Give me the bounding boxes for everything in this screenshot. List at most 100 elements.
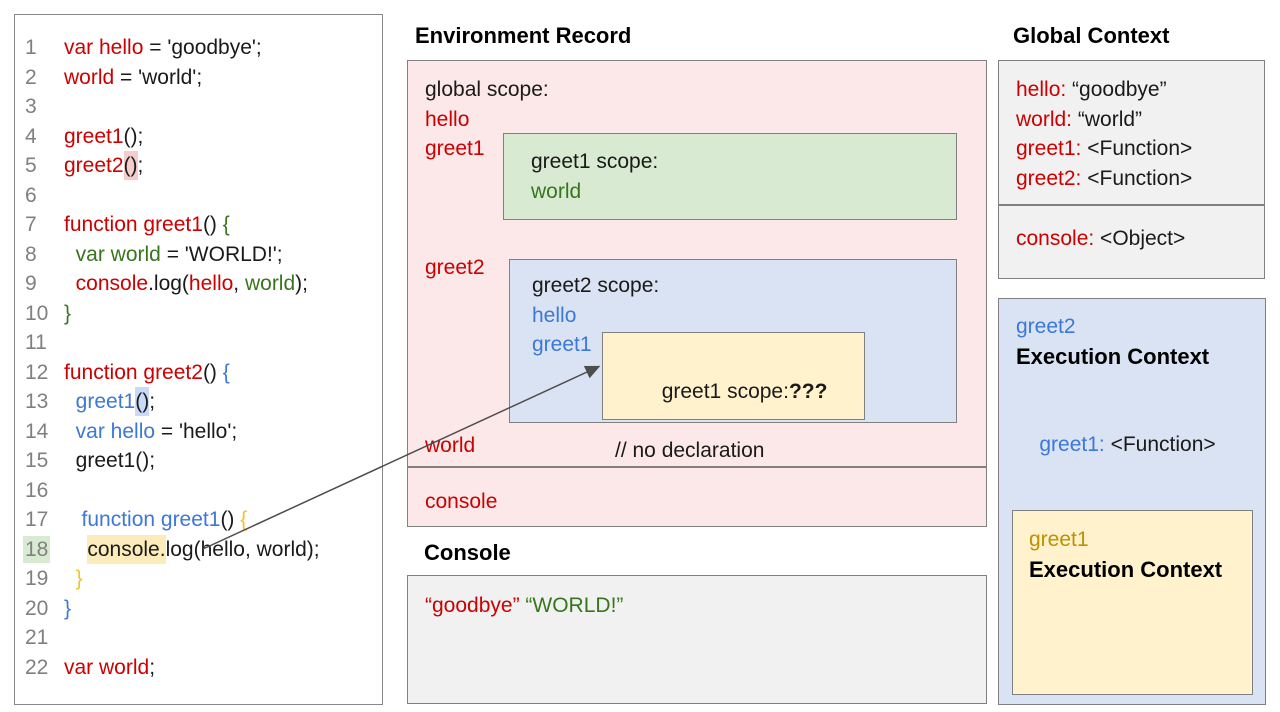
code-segment: function greet1 bbox=[64, 508, 221, 531]
code-segment: (); bbox=[123, 124, 144, 148]
code-segment: console. bbox=[87, 534, 166, 564]
line-number: 19 bbox=[25, 567, 49, 590]
line-number: 16 bbox=[25, 478, 49, 502]
code-segment: greet1(); bbox=[64, 449, 156, 472]
global-context-title: Global Context bbox=[1013, 23, 1170, 48]
global-context-variables: hello: “goodbye”world: “world”greet1: <F… bbox=[1016, 75, 1264, 193]
context-entry: hello: “goodbye” bbox=[1016, 78, 1167, 101]
code-line: 21 bbox=[15, 623, 382, 653]
greet1-execution-context-box: greet1 Execution Context bbox=[1012, 510, 1253, 695]
code-segment: ; bbox=[149, 390, 156, 413]
scope-variable: hello bbox=[425, 107, 470, 131]
code-segment: world bbox=[64, 65, 115, 89]
line-number: 1 bbox=[25, 36, 37, 59]
greet2-ec-name: greet2 bbox=[1016, 315, 1076, 338]
question-marks: ??? bbox=[788, 379, 828, 403]
line-number: 2 bbox=[25, 65, 37, 89]
code-segment: function greet2 bbox=[64, 360, 203, 384]
code-segment: { bbox=[222, 213, 230, 236]
line-number: 17 bbox=[25, 508, 49, 531]
scope-variable: greet1 bbox=[425, 137, 485, 160]
code-line: 10} bbox=[15, 299, 382, 329]
greet1-unknown-label: greet1 scope: bbox=[661, 379, 789, 403]
code-segment: = 'WORLD!'; bbox=[160, 242, 283, 266]
line-number: 14 bbox=[25, 419, 49, 443]
code-line: 17 function greet1() { bbox=[15, 505, 382, 535]
code-segment: greet2 bbox=[64, 154, 124, 177]
code-line: 15 greet1(); bbox=[15, 446, 382, 476]
context-entry: console: <Object> bbox=[1016, 227, 1186, 250]
line-number: 10 bbox=[25, 301, 49, 325]
scope-variable: hello bbox=[532, 303, 577, 327]
code-segment: world bbox=[244, 272, 296, 295]
code-line: 19 } bbox=[15, 564, 382, 594]
code-segment bbox=[64, 538, 87, 561]
console-output-box: “goodbye” “WORLD!” bbox=[407, 575, 987, 704]
line-number: 15 bbox=[25, 449, 49, 472]
code-line: 3 bbox=[15, 92, 382, 122]
global-context-variables-box: hello: “goodbye”world: “world”greet1: <F… bbox=[998, 60, 1265, 205]
greet2-ec-title: Execution Context bbox=[1016, 343, 1210, 369]
code-segment: var world bbox=[64, 242, 161, 266]
global-scope-var-console: console bbox=[425, 490, 498, 513]
code-segment: “WORLD!” bbox=[525, 594, 624, 617]
code-segment: ; bbox=[149, 655, 156, 679]
code-line: 20} bbox=[15, 594, 382, 624]
code-segment: ); bbox=[295, 272, 308, 295]
console-title: Console bbox=[424, 540, 511, 565]
code-segment: { bbox=[240, 508, 248, 531]
greet2-execution-context-box: greet2 Execution Context greet1: <Functi… bbox=[998, 298, 1266, 705]
code-segment: ; bbox=[137, 154, 144, 177]
code-line: 11 bbox=[15, 328, 382, 358]
context-entry: greet2: <Function> bbox=[1016, 166, 1193, 190]
greet1-unknown-scope-box: greet1 scope:??? // no declaration bbox=[602, 332, 865, 462]
code-segment: () bbox=[135, 387, 150, 416]
code-segment: } bbox=[64, 596, 72, 620]
line-number: 6 bbox=[25, 183, 37, 207]
line-number: 3 bbox=[25, 95, 37, 118]
line-number: 5 bbox=[25, 154, 37, 177]
line-number: 20 bbox=[25, 596, 49, 620]
code-line: 16 bbox=[15, 476, 382, 506]
line-number: 11 bbox=[25, 331, 47, 354]
code-segment: var hello bbox=[64, 36, 144, 59]
greet1-ec-name: greet1 bbox=[1029, 528, 1089, 551]
code-segment: () bbox=[220, 508, 241, 531]
greet1-scope-label: greet1 scope: bbox=[531, 150, 659, 173]
line-number: 18 bbox=[23, 535, 51, 563]
code-line: 8 var world = 'WORLD!'; bbox=[15, 240, 382, 270]
line-number: 13 bbox=[25, 390, 49, 413]
greet2-ec-entry: greet1: <Function> bbox=[1016, 401, 1265, 490]
line-number: 4 bbox=[25, 124, 37, 148]
global-context-console-box: console: <Object> bbox=[998, 205, 1265, 279]
environment-record-title: Environment Record bbox=[415, 23, 632, 48]
global-scope-var-world: world bbox=[425, 434, 476, 457]
code-segment: function greet1 bbox=[64, 213, 203, 236]
greet2-ec-entry-value: <Function> bbox=[1104, 433, 1216, 456]
code-segment: { bbox=[222, 360, 230, 384]
greet1-ec-title: Execution Context bbox=[1029, 556, 1223, 582]
line-number: 22 bbox=[25, 655, 49, 679]
code-segment: } bbox=[64, 301, 72, 325]
global-context-console-entry: console: <Object> bbox=[1016, 224, 1264, 254]
code-segment: () bbox=[202, 213, 223, 236]
greet1-scope-vars: world bbox=[531, 177, 956, 207]
code-segment: hello bbox=[188, 272, 234, 295]
line-number: 21 bbox=[25, 626, 49, 649]
line-number: 9 bbox=[25, 272, 37, 295]
line-number: 8 bbox=[25, 242, 37, 266]
code-segment: console bbox=[64, 272, 149, 295]
no-declaration-comment: // no declaration bbox=[615, 438, 765, 462]
greet2-scope-label: greet2 scope: bbox=[532, 274, 660, 297]
code-line: 9 console.log(hello, world); bbox=[15, 269, 382, 299]
greet2-ec-entry-key: greet1: bbox=[1039, 433, 1105, 456]
